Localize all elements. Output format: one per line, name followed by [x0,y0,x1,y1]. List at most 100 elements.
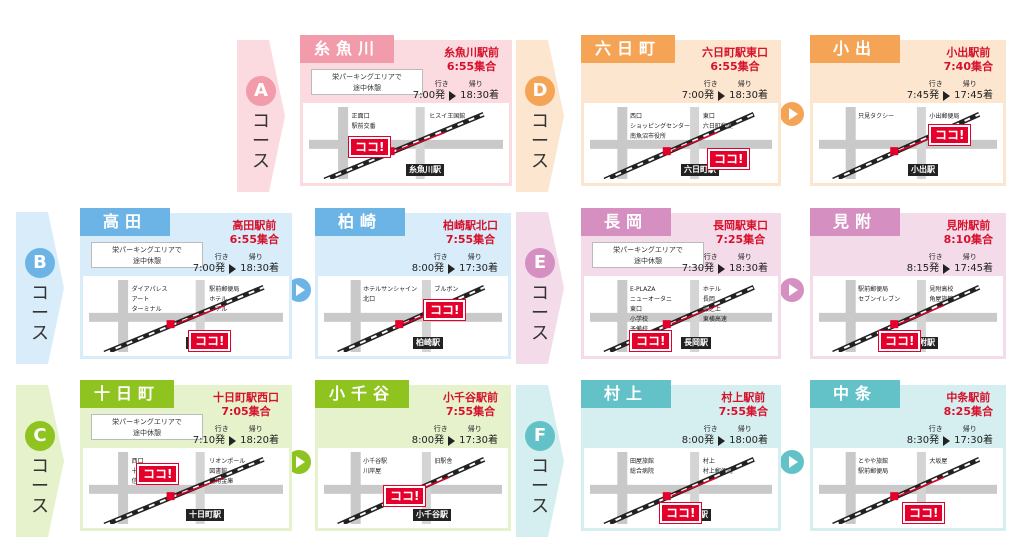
depart-time: 7:45発 [906,90,940,101]
rest-note-line: 栄パーキングエリアで [332,73,402,81]
pickup-marker: ココ! [903,503,945,523]
return-label: 帰り [962,425,977,433]
map-landmark-label: 南魚沼市役所 [630,133,667,140]
station-label: 小出駅 [908,164,938,176]
meeting-time: 7:25集合 [715,233,766,246]
meeting-time: 6:55集合 [446,60,497,73]
map-landmark-label: ブルボン [434,286,459,293]
map-landmark-label: ニューオータニ [630,296,673,303]
map-roads-icon [309,107,503,179]
schedule-labels: 行き帰り [412,251,498,263]
map-landmark-label: 東口 [630,306,643,313]
course-letter: E [525,248,555,278]
arrow-right-icon [943,264,951,274]
meeting-place: 糸魚川駅前 [444,46,499,59]
depart-label: 行き [703,253,718,261]
schedule-labels: 行き帰り [682,423,768,435]
schedule-labels: 行き帰り [907,251,993,263]
return-label: 帰り [737,253,752,261]
arrow-right-icon [448,264,456,274]
pickup-marker: ココ! [189,331,231,351]
schedule-labels: 行き帰り [907,78,993,90]
course-letter: D [525,76,555,106]
map-landmark-label: 北口 [363,296,376,303]
station-label: 糸魚川駅 [406,164,444,176]
map-landmark-label: 駅前交番 [351,123,376,130]
meeting-place: 小出駅前 [946,46,991,59]
meeting-time: 7:40集合 [943,60,993,73]
map-landmark-label: ホテルサンシャイン [363,286,418,293]
stop-name: 柏崎 [315,208,405,236]
depart-label: 行き [928,425,943,433]
course-label-char: ス [531,496,549,517]
meeting-place: 六日町駅東口 [702,46,768,59]
chevron-shape-icon [516,385,564,537]
arrow-right-icon [229,264,237,274]
map-landmark-label: 信用金庫 [209,478,234,485]
depart-time: 8:15発 [906,263,940,274]
area-map: 田屋旅館村上総合病院村上郵便局村上駅ココ! [590,452,772,524]
arrive-time: 18:30着 [729,90,768,101]
course-label-char: ー [531,303,549,324]
course-label-char: ー [531,476,549,497]
arrive-time: 18:30着 [729,263,768,274]
meeting-place: 十日町駅西口 [213,391,279,404]
stop-name: 糸魚川 [300,35,395,63]
map-landmark-label: 大坂屋 [929,458,948,465]
map-landmark-label: ホテル [209,296,228,303]
map-landmark-label: 東口 [702,113,715,120]
meeting-place: 見附駅前 [946,219,991,232]
arrive-time: 17:30着 [459,263,498,274]
depart-label: 行き [928,80,943,88]
meeting-time: 7:05集合 [221,405,271,418]
depart-time: 7:00発 [412,90,446,101]
next-stop-arrow-icon [780,278,804,302]
course-letter: C [25,421,55,451]
map-landmark-label: 川岸屋 [363,468,382,475]
depart-label: 行き [214,425,229,433]
arrow-right-icon [718,91,726,101]
meeting-place: 長岡駅東口 [713,219,768,232]
pickup-marker: ココ! [708,149,750,169]
rest-stop-note: 栄パーキングエリアで途中休憩 [91,242,203,268]
depart-label: 行き [214,253,229,261]
meeting-place: 柏崎駅北口 [443,219,498,232]
depart-time: 7:00発 [192,263,226,274]
depart-label: 行き [433,253,448,261]
depart-time: 8:00発 [411,435,445,446]
pickup-marker: ココ! [929,125,971,145]
arrow-right-icon [718,264,726,274]
return-label: 帰り [248,425,263,433]
stop-name: 見附 [810,208,900,236]
depart-label: 行き [433,425,448,433]
schedule-labels: 行き 帰り [193,423,279,435]
arrow-right-icon [718,436,726,446]
pickup-marker: ココ! [424,300,466,320]
next-stop-arrow-icon [780,450,804,474]
map-landmark-label: セブンイレブン [858,296,901,303]
map-landmark-label: 角屋旅館 [929,296,954,303]
course-letter: F [525,421,555,451]
arrow-right-icon [449,91,457,101]
chevron-shape-icon [516,40,564,192]
depart-time: 7:30発 [681,263,715,274]
depart-time: 7:00発 [681,90,715,101]
